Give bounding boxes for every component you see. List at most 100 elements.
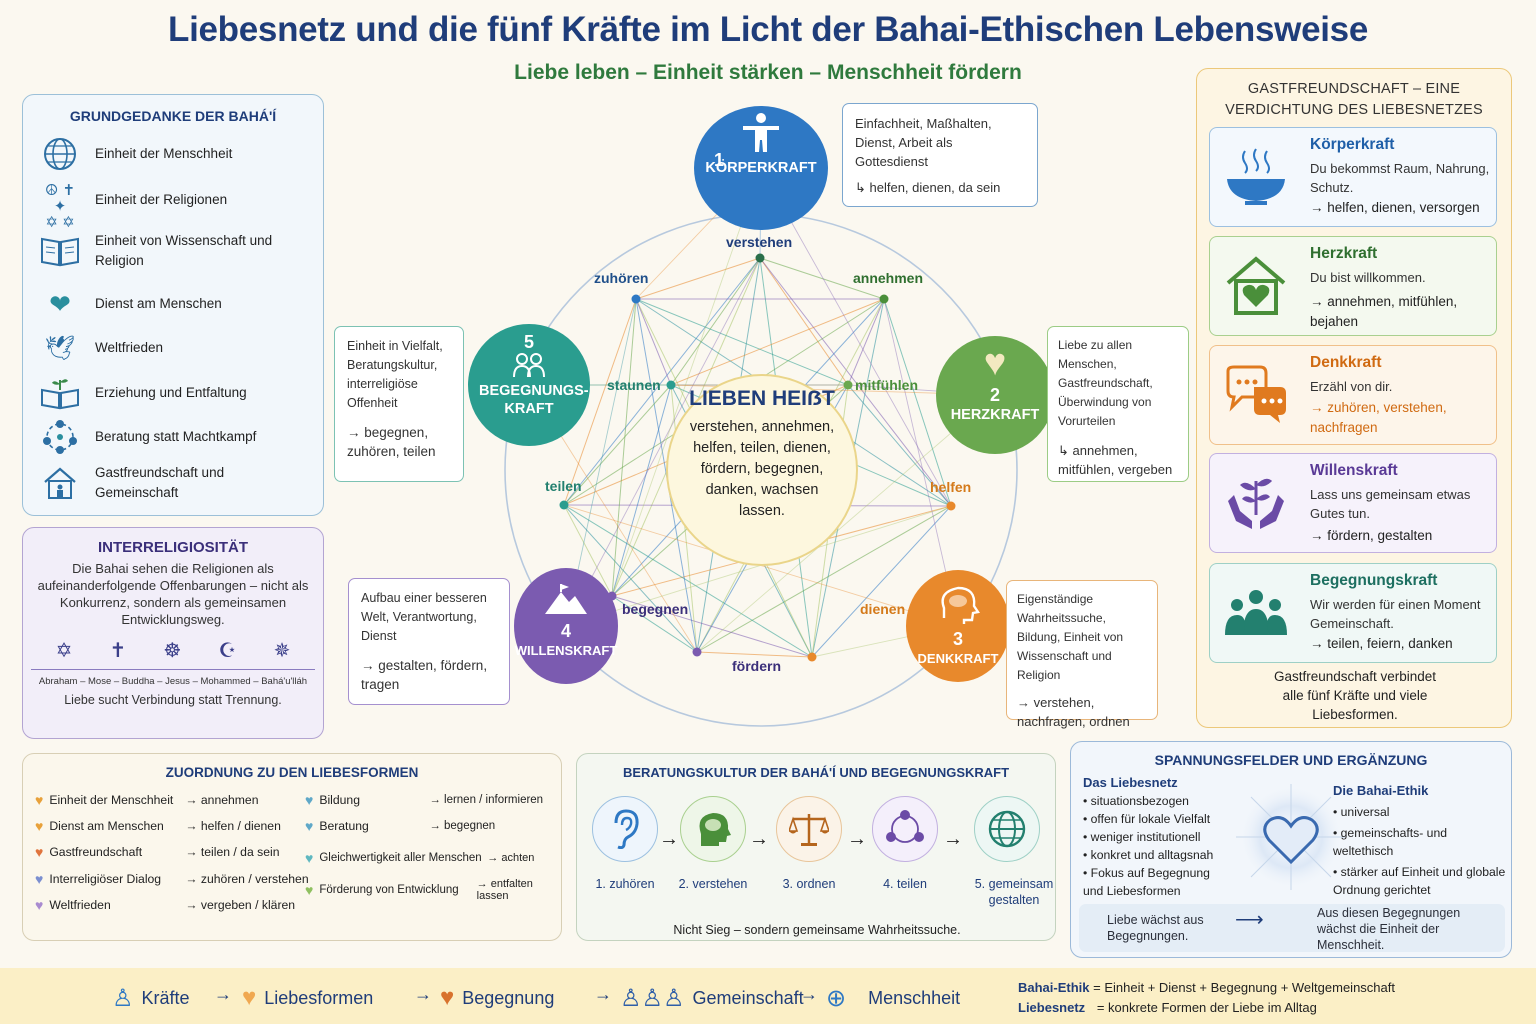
- note-arrow-text: → verstehen, nachfragen, ordnen: [1017, 695, 1130, 729]
- note-koerperkraft: Einfachheit, Maßhalten, Dienst, Arbeit a…: [842, 103, 1038, 207]
- arrow-right-icon: →: [749, 828, 769, 850]
- zuordnung-panel: ZUORDNUNG ZU DEN LIEBESFORMEN ♥Einheit d…: [22, 753, 562, 941]
- grund-item-label: Beratung statt Machtkampf: [95, 429, 257, 444]
- network-line: [759, 257, 849, 386]
- arrow-right-icon: →: [847, 828, 867, 850]
- gast-card-arrow: → teilen, feiern, danken: [1310, 636, 1453, 651]
- kraft-denkkraft: 3 DENKKRAFT: [906, 570, 1010, 682]
- zuordnung-arrow: → entfalten lassen: [476, 878, 533, 902]
- network-node: [946, 501, 956, 511]
- berat-step-label: 4. teilen: [883, 877, 927, 891]
- heart-icon: ♥: [35, 792, 44, 808]
- center-text: verstehen, annehmen, helfen, teilen, die…: [689, 419, 835, 519]
- page-subtitle: Liebe leben – Einheit stärken – Menschhe…: [514, 61, 1022, 84]
- network-node: [559, 500, 569, 510]
- beratungskultur-panel: BERATUNGSKULTUR DER BAHÁ'Í UND BEGEGNUNG…: [576, 753, 1056, 941]
- footer-liebesformen: ♥Liebesformen: [242, 984, 373, 1012]
- network-line: [759, 257, 885, 300]
- globe-icon: [39, 135, 81, 173]
- gast-card-arrow: → helfen, dienen, versorgen: [1310, 200, 1480, 215]
- grund-item-label: Dienst am Menschen: [95, 296, 222, 311]
- footer-key: Liebesnetz: [1018, 1000, 1086, 1015]
- kraft-koerperkraft: 1 KÖRPERKRAFT: [694, 106, 828, 230]
- zuordnung-row: ♥Bildung→ lernen / informieren: [305, 792, 543, 808]
- long-arrow-icon: ⟶: [1235, 909, 1264, 931]
- kraft-number: 2: [989, 385, 1000, 405]
- globe-icon: [974, 796, 1040, 862]
- zuordnung-arrow: → begegnen: [429, 820, 496, 832]
- bahai-ethik-item: • stärker auf Einheit und globale Ordnun…: [1333, 865, 1506, 897]
- zuordnung-row: ♥Einheit der Menschheit→ annehmen: [35, 792, 259, 808]
- zuordnung-row: ♥Gastfreundschaft→ teilen / da sein: [35, 844, 279, 860]
- dharma-wheel-icon: ☸: [163, 640, 182, 662]
- network-line: [635, 257, 761, 300]
- gast-card-koerperkraft: Körperkraft Du bekommst Raum, Nahrung, S…: [1209, 127, 1497, 227]
- note-herzkraft: Liebe zu allen Menschen, Gastfreundschaf…: [1047, 326, 1189, 482]
- grund-item-label: Weltfrieden: [95, 340, 164, 355]
- gast-card-text: Lass uns gemeinsam etwas Gutes tun.: [1310, 487, 1471, 521]
- liebesnetz-item: • situationsbezogen: [1083, 794, 1189, 808]
- berat-step-gestalten: 5. gemeinsam gestalten: [959, 796, 1055, 908]
- label-verstehen: verstehen: [726, 234, 793, 250]
- footer-bar: ♙Kräfte → ♥Liebesformen → ♥Begegnung → ♙…: [0, 968, 1536, 1024]
- zuordnung-label: Dienst am Menschen: [49, 819, 164, 833]
- network-line: [635, 298, 672, 386]
- network-line: [847, 298, 885, 386]
- people-circle-icon: [39, 418, 81, 456]
- religion-symbols-row: ✡ ✝ ☸ ☪ ✵: [37, 638, 309, 663]
- zuordnung-arrow: → lernen / informieren: [429, 794, 544, 806]
- network-line: [611, 298, 637, 597]
- cycle-people-icon: [872, 796, 938, 862]
- group-icon: [1224, 580, 1288, 644]
- berat-step-zuhoeren: 1. zuhören: [581, 796, 669, 892]
- grund-item-erziehung: Erziehung und Entfaltung: [39, 374, 247, 412]
- arrow-right-icon: →: [594, 984, 612, 1004]
- speech-bubbles-icon: [1224, 362, 1288, 426]
- arrow-right-icon: →: [800, 984, 818, 1004]
- house-icon: [39, 464, 81, 502]
- brain-head-icon: [680, 796, 746, 862]
- network-node: [631, 294, 641, 304]
- beratung-footer: Nicht Sieg – sondern gemeinsame Wahrheit…: [673, 923, 961, 937]
- gast-card-begegnungskraft: Begegnungskraft Wir werden für einen Mom…: [1209, 563, 1497, 663]
- grund-item-gastfreundschaft: Gastfreundschaft und Gemeinschaft: [39, 463, 309, 503]
- gast-card-arrow: → fördern, gestalten: [1310, 528, 1433, 543]
- liebesnetz-item: • offen für lokale Vielfalt: [1083, 812, 1211, 826]
- footer-label: Gemeinschaft: [692, 988, 804, 1008]
- mountain-flag-icon: [545, 584, 587, 614]
- arrow-right-icon: →: [214, 984, 232, 1004]
- hands-plant-icon: [1224, 470, 1288, 534]
- network-node: [807, 652, 817, 662]
- grund-item-wissenschaft: Einheit von Wissenschaft und Religion: [39, 231, 299, 271]
- heart-icon: ♥: [440, 984, 455, 1011]
- note-begegnungskraft: Einheit in Vielfalt, Beratungskultur, in…: [334, 326, 464, 482]
- gast-card-denkkraft: Denkkraft Erzähl von dir. → zuhören, ver…: [1209, 345, 1497, 445]
- label-mitfuehlen: mitfühlen: [855, 377, 918, 393]
- zuordnung-label: Gleichwertigkeit aller Menschen: [319, 852, 482, 864]
- heart-icon: ♥: [35, 897, 44, 913]
- note-arrow-text: ↳ annehmen, mitfühlen, vergeben: [1058, 443, 1173, 477]
- center-heading: LIEBEN HEIẞT: [689, 387, 835, 410]
- kraft-number: 3: [952, 629, 963, 649]
- berat-step-label: 1. zuhören: [595, 877, 655, 891]
- spannungsfelder-panel: SPANNUNGSFELDER UND ERGÄNZUNG Das Liebes…: [1070, 741, 1512, 958]
- house-heart-icon: [1224, 253, 1288, 317]
- gast-card-title: Körperkraft: [1310, 136, 1395, 153]
- person-icon: ♙: [112, 985, 134, 1012]
- network-spoke: [565, 257, 761, 627]
- gast-card-text: Du bekommst Raum, Nahrung, Schutz.: [1310, 161, 1490, 195]
- bahai-ethik-column: Die Bahai-Ethik • universal• gemeinschaf…: [1333, 782, 1509, 899]
- zuordnung-arrow: → helfen / dienen: [185, 819, 281, 833]
- religious-symbols-icon: ☮ ✝ ✦✡ ✡: [44, 182, 76, 231]
- bahai-ethik-item: • gemeinschafts- und weltethisch: [1333, 826, 1448, 858]
- kraft-name: HERZKRAFT: [950, 407, 1040, 423]
- kraft-name: WILLENSKRAFT: [514, 643, 618, 658]
- label-foerdern: fördern: [732, 658, 781, 674]
- zuordnung-label: Interreligiöser Dialog: [49, 872, 162, 886]
- grund-item-label: Einheit der Menschheit: [95, 146, 233, 161]
- berat-step-verstehen: 2. verstehen: [669, 796, 757, 892]
- crescent-star-icon: ☪: [218, 640, 237, 662]
- gastfreundschaft-panel: GASTFREUNDSCHAFT – EINE VERDICHTUNG DES …: [1196, 68, 1512, 728]
- gast-card-willenskraft: Willenskraft Lass uns gemeinsam etwas Gu…: [1209, 453, 1497, 553]
- center-lieben-circle: LIEBEN HEIẞT verstehen, annehmen, helfen…: [666, 374, 858, 566]
